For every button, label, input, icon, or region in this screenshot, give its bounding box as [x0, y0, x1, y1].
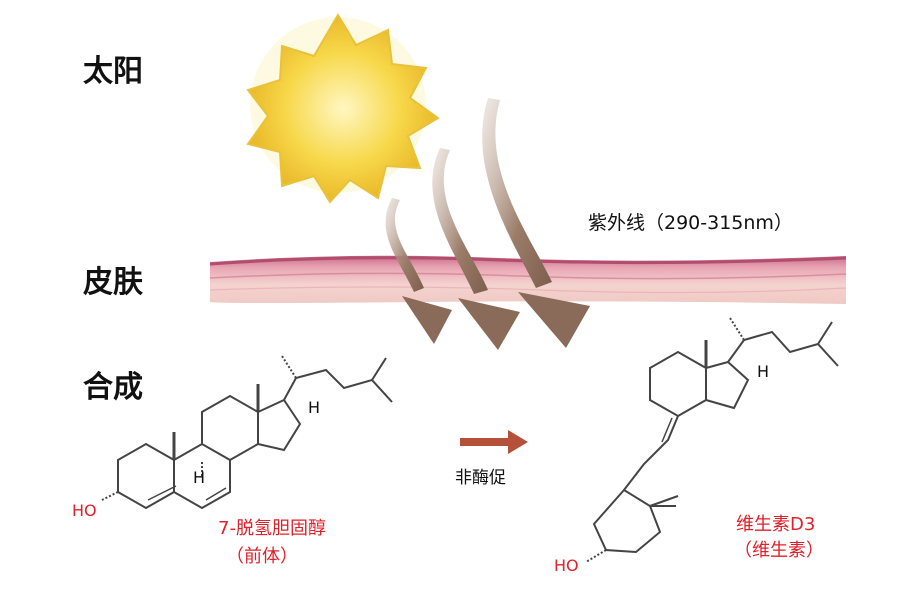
product-ho-label: HO	[554, 556, 579, 575]
right-arrow-icon	[460, 430, 528, 454]
skin-layer	[209, 255, 847, 304]
product-h-label: H	[757, 362, 770, 381]
precursor-name: 7-脱氢胆固醇	[218, 518, 326, 539]
precursor-ho-label: HO	[72, 501, 97, 520]
uv-label: 紫外线（290-315nm）	[588, 212, 793, 234]
curved-arrow-icon	[482, 98, 590, 348]
sun-icon	[246, 13, 440, 204]
product-name: 维生素D3	[736, 514, 816, 535]
precursor-note: （前体）	[226, 546, 298, 567]
label-sun: 太阳	[83, 54, 143, 89]
curved-arrow-icon	[432, 148, 520, 350]
label-synthesis: 合成	[83, 370, 143, 405]
product-structure	[585, 317, 839, 563]
precursor-structure	[101, 355, 393, 510]
label-skin: 皮肤	[83, 265, 143, 300]
uv-arrows	[385, 98, 590, 350]
curved-arrow-icon	[385, 198, 452, 344]
precursor-h-label-2: H	[193, 468, 206, 487]
enzyme-label: 非酶促	[455, 468, 506, 488]
product-note: （维生素）	[734, 540, 824, 561]
precursor-h-label-1: H	[308, 398, 321, 417]
